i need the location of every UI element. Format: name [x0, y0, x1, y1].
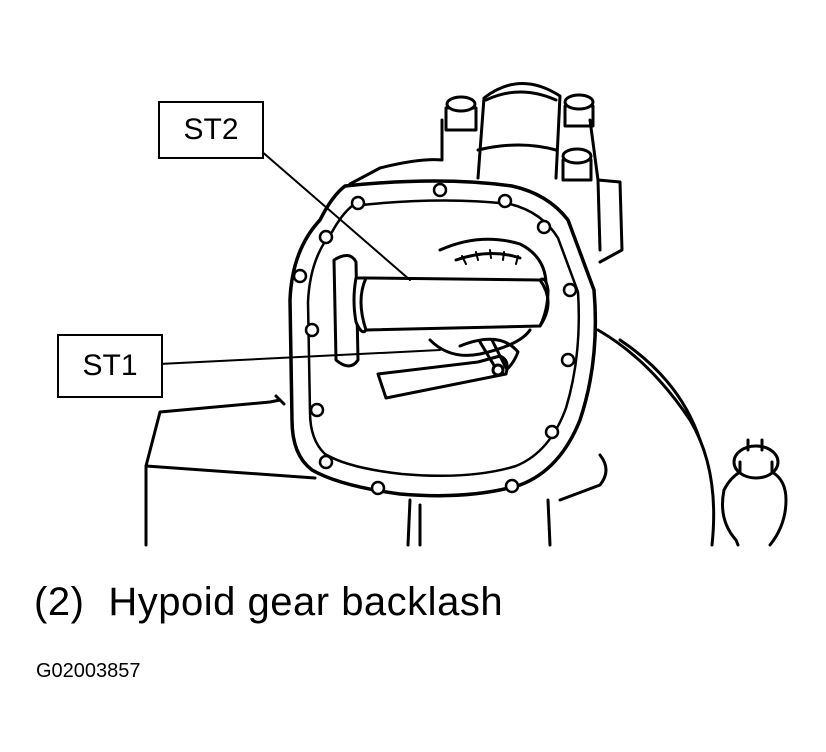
gear-cavity: [332, 237, 548, 376]
callout-st1-label: ST1: [82, 349, 138, 382]
top-neck: [476, 82, 562, 180]
callout-st2: ST2: [158, 101, 264, 159]
flange-bolt-holes: [292, 182, 578, 496]
lower-housing: [144, 394, 552, 547]
callout-st2-label: ST2: [183, 113, 239, 146]
bolt-heads: [444, 93, 595, 182]
st2-tool: [352, 276, 550, 334]
figure-code: G02003857: [36, 660, 141, 682]
gasket-flange: [288, 179, 598, 498]
caption-number: (2): [34, 580, 85, 624]
figure-caption: (2) Hypoid gear backlash: [34, 580, 503, 625]
st1-tool: [376, 338, 509, 400]
leader-lines: [158, 149, 441, 365]
caption-text: Hypoid gear backlash: [108, 580, 504, 624]
case-body: [348, 118, 716, 547]
callout-st1: ST1: [57, 334, 163, 398]
breather-knob: [721, 438, 788, 547]
